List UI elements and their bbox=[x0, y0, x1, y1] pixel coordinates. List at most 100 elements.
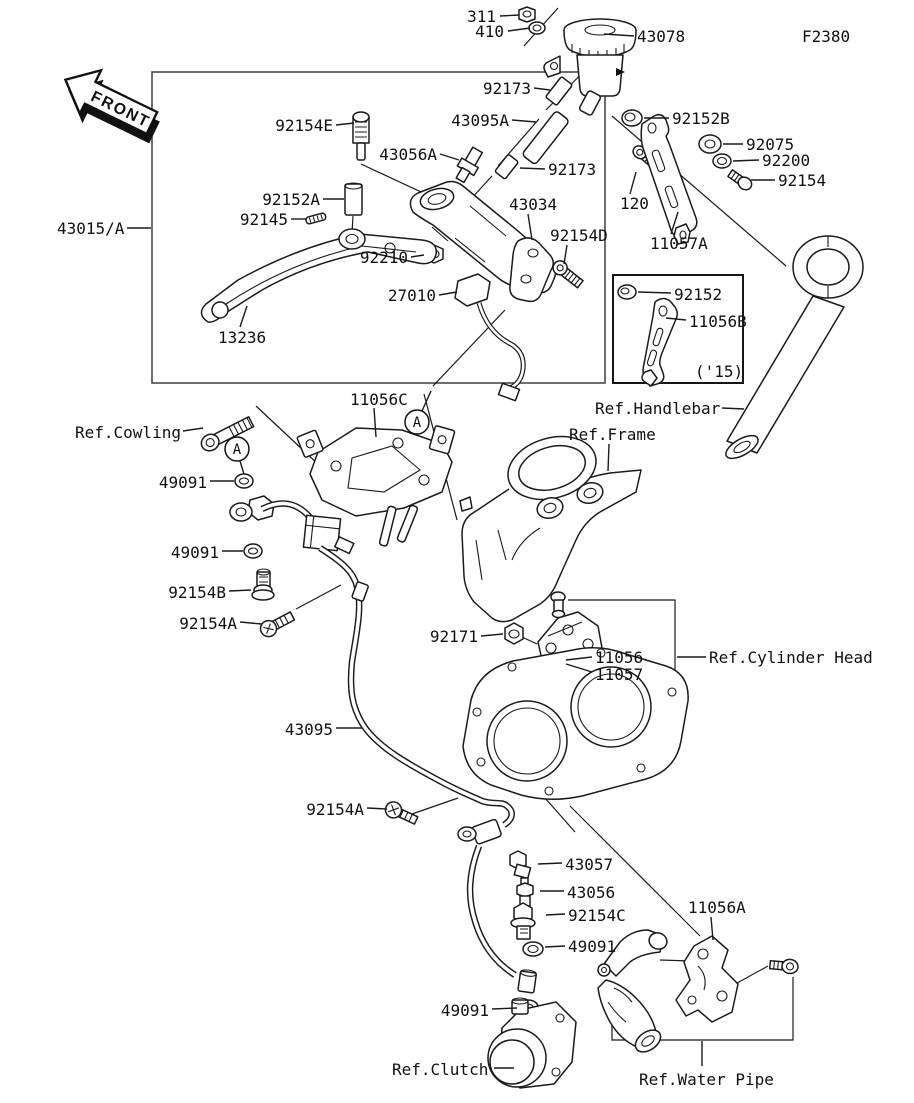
leader-line bbox=[629, 171, 637, 195]
part-label-ref-handlebar: Ref.Handlebar bbox=[595, 399, 721, 418]
part-label-92171: 92171 bbox=[430, 627, 478, 646]
leader-line bbox=[239, 621, 263, 625]
leader-line bbox=[563, 244, 568, 265]
part-label-92173: 92173 bbox=[548, 160, 596, 179]
part-label-92154e: 92154E bbox=[275, 116, 333, 135]
handlebar-drawing bbox=[725, 235, 864, 460]
part-label-11056b: 11056B bbox=[689, 312, 747, 331]
leader-line bbox=[637, 291, 672, 294]
part-label-92154a: 92154A bbox=[179, 614, 237, 633]
banjo-bolt-43057-drawing bbox=[509, 850, 532, 880]
view-marker-circle bbox=[404, 409, 430, 435]
leader-line bbox=[182, 427, 204, 432]
bracket-11057A-drawing bbox=[640, 113, 698, 245]
sleeve-92152A-drawing bbox=[344, 182, 363, 216]
part-label-43095: 43095 bbox=[285, 720, 333, 739]
part-label-ref-water-pipe: Ref.Water Pipe bbox=[639, 1070, 774, 1089]
part-label-92145: 92145 bbox=[240, 210, 288, 229]
hose-joint-92173-lower-drawing bbox=[494, 154, 519, 180]
valve-43056-drawing bbox=[516, 877, 534, 907]
part-label-49091: 49091 bbox=[171, 543, 219, 562]
bolt-92154-drawing bbox=[727, 169, 753, 191]
leader-line bbox=[511, 119, 537, 123]
leader-line bbox=[519, 167, 546, 170]
leader-line bbox=[537, 862, 563, 865]
hose-43095-drawing bbox=[229, 495, 515, 828]
bleeder-43056A-drawing bbox=[455, 146, 484, 184]
part-label-f2380: F2380 bbox=[802, 27, 850, 46]
leader-line bbox=[665, 317, 687, 321]
bolt-92154C-drawing bbox=[510, 902, 536, 940]
leader-line bbox=[438, 291, 458, 296]
cylinder-head-gasket-drawing bbox=[462, 647, 689, 800]
part-label-92152b: 92152B bbox=[672, 109, 730, 128]
leader-line bbox=[603, 33, 635, 37]
washer-92075-drawing bbox=[698, 134, 722, 154]
ring-49091-lower-drawing bbox=[522, 941, 544, 957]
part-label-13236: 13236 bbox=[218, 328, 266, 347]
bolt-water-pipe-drawing bbox=[768, 958, 799, 975]
screw-92154A-upper-drawing bbox=[259, 611, 296, 638]
leader-line bbox=[439, 153, 460, 161]
part-label-311: 311 bbox=[467, 7, 496, 26]
leader-line bbox=[499, 14, 520, 17]
leader-line bbox=[228, 589, 252, 592]
leader-line bbox=[545, 913, 566, 916]
part-label-11057a: 11057A bbox=[650, 234, 708, 253]
leader-line bbox=[670, 211, 679, 235]
hose-43095A-drawing bbox=[522, 111, 569, 165]
bracket-11056C-drawing bbox=[296, 425, 456, 547]
leader-line bbox=[421, 390, 432, 412]
part-label-92152a: 92152A bbox=[262, 190, 320, 209]
part-label-11056c: 11056C bbox=[350, 390, 408, 409]
part-label-11057: 11057 bbox=[595, 665, 643, 684]
clutch-cylinder-drawing bbox=[487, 997, 577, 1089]
bolt-92154E-drawing bbox=[352, 111, 370, 161]
view-marker-label: A bbox=[413, 415, 422, 431]
part-label-92154b: 92154B bbox=[168, 583, 226, 602]
bracket-11056A-drawing bbox=[675, 935, 739, 1023]
part-label-92154a: 92154A bbox=[306, 800, 364, 819]
water-pipe-drawing bbox=[597, 929, 668, 1053]
screw-92154B-drawing bbox=[251, 568, 275, 601]
washer-410-drawing bbox=[528, 21, 546, 35]
grommet-92152-drawing bbox=[617, 284, 637, 300]
part-label-43095a: 43095A bbox=[451, 111, 509, 130]
part-label-ref-frame: Ref.Frame bbox=[569, 425, 656, 444]
leader-line bbox=[544, 945, 566, 948]
leader-line bbox=[366, 807, 388, 810]
leader-line bbox=[335, 122, 355, 126]
bracket-11056B-drawing bbox=[641, 297, 679, 387]
part-label-43056a: 43056A bbox=[379, 145, 437, 164]
front-arrow: FRONT bbox=[63, 68, 160, 144]
part-label-15: ('15) bbox=[695, 362, 743, 381]
reservoir-drawing bbox=[518, 6, 637, 116]
bolt-above-bracket-drawing bbox=[550, 591, 566, 619]
leader-line bbox=[239, 460, 245, 475]
part-label-410: 410 bbox=[475, 22, 504, 41]
part-label-43078: 43078 bbox=[637, 27, 685, 46]
nut-311-drawing bbox=[518, 6, 536, 23]
leader-line bbox=[710, 916, 714, 941]
leader-line bbox=[491, 1007, 518, 1010]
ring-49091-drawing bbox=[234, 473, 263, 559]
part-label-ref-cowling: Ref.Cowling bbox=[75, 423, 181, 442]
washer-92200-drawing bbox=[712, 153, 732, 169]
part-label-49091: 49091 bbox=[159, 473, 207, 492]
lever-13236-drawing bbox=[200, 228, 437, 323]
part-label-ref-clutch: Ref.Clutch bbox=[392, 1060, 488, 1079]
leader-line bbox=[507, 27, 531, 32]
pin-92145-drawing bbox=[305, 212, 327, 225]
leader-line bbox=[480, 633, 504, 637]
part-label-120: 120 bbox=[620, 194, 649, 213]
part-label-11056: 11056 bbox=[595, 648, 643, 667]
screw-92154A-lower-drawing bbox=[384, 801, 419, 825]
leader-line bbox=[373, 407, 377, 438]
leader-line bbox=[533, 87, 551, 91]
front-arrow-body bbox=[63, 68, 159, 136]
part-label-92152: 92152 bbox=[674, 285, 722, 304]
leader-line bbox=[565, 656, 593, 661]
